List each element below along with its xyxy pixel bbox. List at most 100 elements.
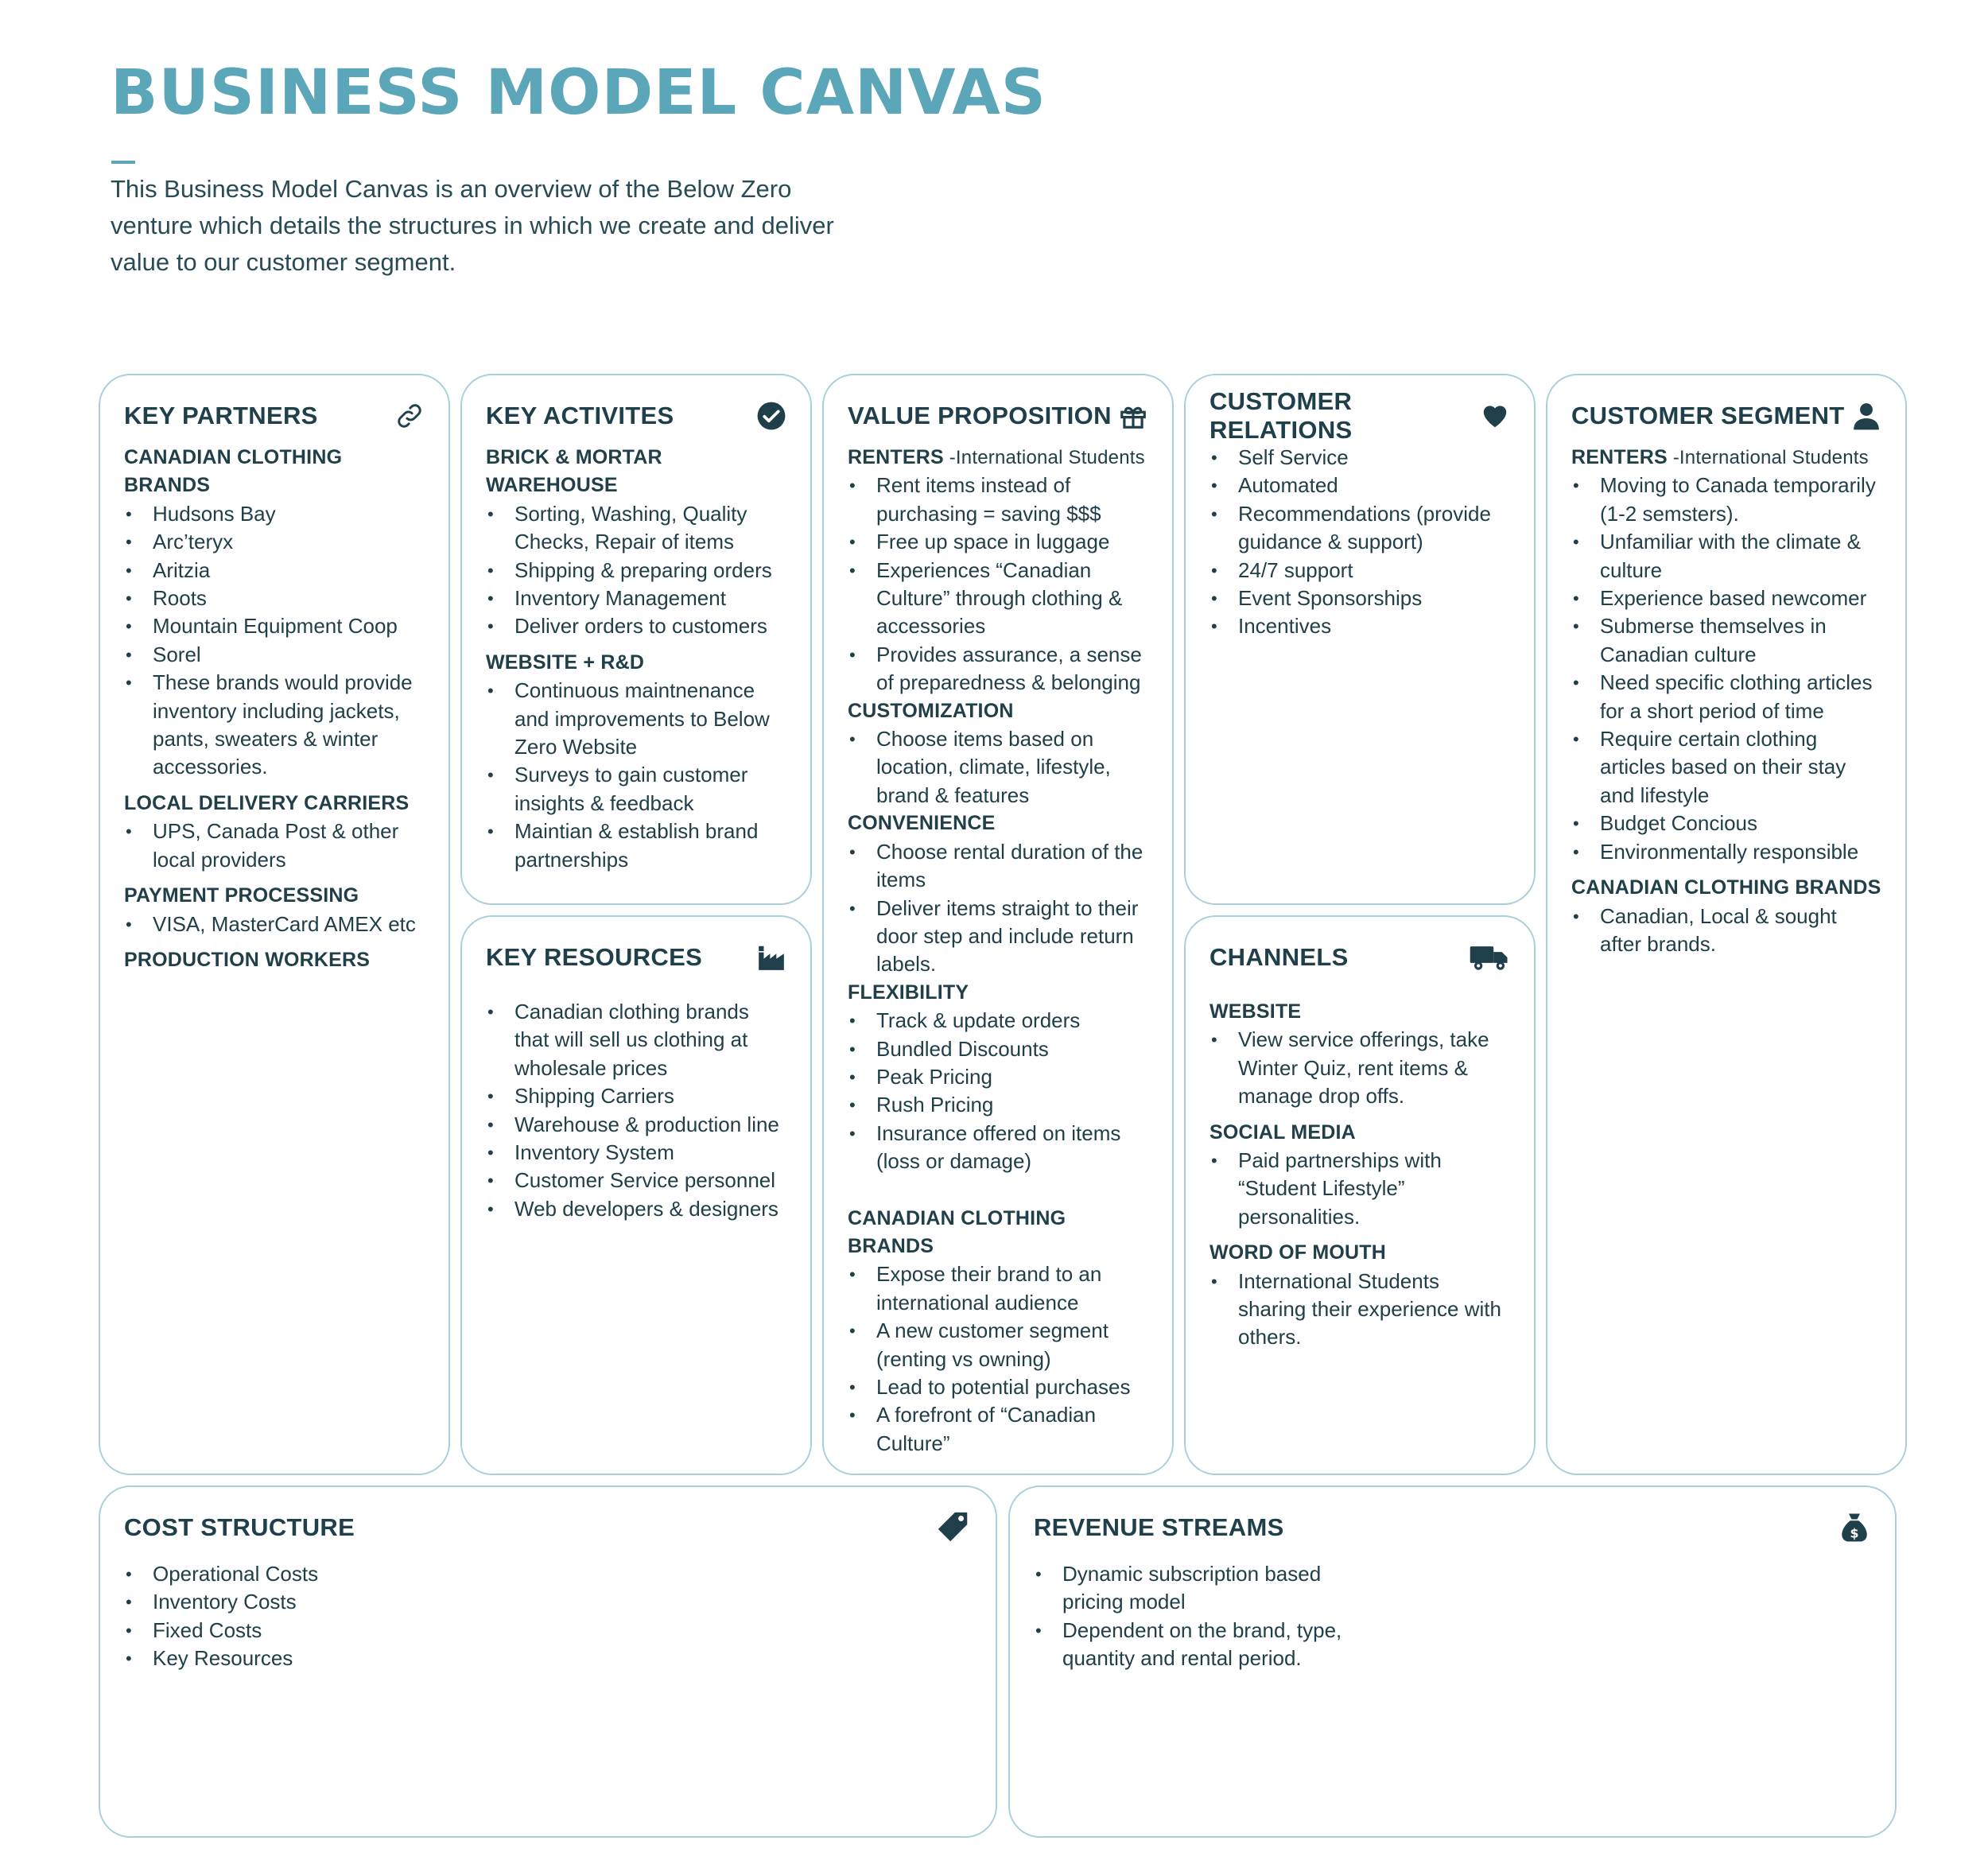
- section-heading: RENTERS -International Students: [848, 444, 1148, 472]
- list-item: Aritzia: [124, 557, 425, 585]
- section-heading: WORD OF MOUTH: [1209, 1241, 1387, 1264]
- key-partners-title: KEY PARTNERS: [124, 402, 318, 429]
- heart-icon: [1480, 401, 1510, 431]
- list-item: Web developers & designers: [486, 1195, 786, 1224]
- customer-segment-title: CUSTOMER SEGMENT: [1571, 402, 1845, 429]
- list-item: Bundled Discounts: [848, 1035, 1148, 1064]
- value-proposition-content: RENTERS -International Students Rent ite…: [848, 444, 1148, 1458]
- section-heading: CANADIAN CLOTHING BRANDS: [848, 1206, 1066, 1257]
- bullet-list: VISA, MasterCard AMEX etc: [124, 911, 425, 939]
- key-activities-title: KEY ACTIVITES: [486, 402, 674, 429]
- section-heading: WEBSITE + R&D: [486, 650, 645, 674]
- list-item: Experiences “Canadian Culture” through c…: [848, 557, 1148, 641]
- section-heading: CUSTOMIZATION: [848, 699, 1014, 722]
- section-heading-main: RENTERS: [848, 446, 944, 468]
- list-item: Provides assurance, a sense of preparedn…: [848, 641, 1148, 697]
- customer-relations-title: CUSTOMER RELATIONS: [1209, 387, 1353, 444]
- title-divider: [111, 161, 135, 164]
- list-item: Shipping & preparing orders: [486, 557, 786, 585]
- section-heading-main: RENTERS: [1571, 446, 1668, 468]
- user-icon: [1851, 401, 1881, 431]
- key-resources-panel: KEY RESOURCES Canadian clothing brands t…: [460, 915, 812, 1475]
- bullet-list: Canadian, Local & sought after brands.: [1571, 903, 1881, 959]
- list-item: Inventory Management: [486, 584, 786, 613]
- money-bag-icon: $: [1838, 1511, 1871, 1544]
- list-item: Lead to potential purchases: [848, 1373, 1148, 1402]
- bullet-list: Track & update orders Bundled Discounts …: [848, 1007, 1148, 1175]
- list-item: Canadian, Local & sought after brands.: [1571, 903, 1881, 959]
- bullet-list: Choose rental duration of the items Deli…: [848, 838, 1148, 979]
- bullet-list: Self Service Automated Recommendations (…: [1209, 444, 1510, 641]
- bullet-list: Hudsons Bay Arc’teryx Aritzia Roots Moun…: [124, 500, 425, 782]
- check-circle-icon: [756, 401, 786, 431]
- customer-relations-panel: CUSTOMER RELATIONS Self Service Automate…: [1184, 374, 1536, 905]
- key-resources-title: KEY RESOURCES: [486, 943, 703, 971]
- list-item: Hudsons Bay: [124, 500, 425, 529]
- bullet-list: Choose items based on location, climate,…: [848, 725, 1148, 810]
- customer-relations-content: Self Service Automated Recommendations (…: [1209, 444, 1510, 641]
- list-item: VISA, MasterCard AMEX etc: [124, 911, 425, 939]
- customer-segment-panel: CUSTOMER SEGMENT RENTERS -International …: [1546, 374, 1907, 1475]
- list-item: Rush Pricing: [848, 1091, 1148, 1120]
- list-item: A forefront of “Canadian Culture”: [848, 1401, 1148, 1458]
- list-item: Key Resources: [124, 1645, 972, 1673]
- list-item: Track & update orders: [848, 1007, 1148, 1035]
- list-item: A new customer segment (renting vs ownin…: [848, 1317, 1148, 1373]
- bullet-list: Sorting, Washing, Quality Checks, Repair…: [486, 500, 786, 641]
- bullet-list: Canadian clothing brands that will sell …: [486, 998, 786, 1224]
- list-item: International Students sharing their exp…: [1209, 1268, 1510, 1352]
- list-item: Fixed Costs: [124, 1617, 972, 1645]
- section-heading: SOCIAL MEDIA: [1209, 1120, 1356, 1144]
- bullet-list: View service offerings, take Winter Quiz…: [1209, 1026, 1510, 1110]
- bullet-list: International Students sharing their exp…: [1209, 1268, 1510, 1352]
- list-item: Budget Concious: [1571, 810, 1881, 838]
- list-item: Insurance offered on items (loss or dama…: [848, 1120, 1148, 1176]
- section-heading: PRODUCTION WORKERS: [124, 948, 371, 971]
- list-item: Surveys to gain customer insights & feed…: [486, 761, 786, 817]
- section-heading: FLEXIBILITY: [848, 981, 969, 1004]
- section-heading: WEBSITE: [1209, 1000, 1302, 1023]
- value-proposition-title: VALUE PROPOSITION: [848, 402, 1112, 429]
- truck-icon: [1469, 942, 1510, 973]
- revenue-streams-panel: REVENUE STREAMS $ Dynamic subscription b…: [1008, 1485, 1897, 1838]
- list-item: Sorel: [124, 641, 425, 670]
- section-heading: CANADIAN CLOTHING BRANDS: [124, 446, 343, 497]
- intro-paragraph: This Business Model Canvas is an overvie…: [111, 175, 834, 276]
- key-resources-content: Canadian clothing brands that will sell …: [486, 998, 786, 1224]
- list-item: Choose rental duration of the items: [848, 838, 1148, 895]
- gift-icon: [1118, 401, 1148, 431]
- link-icon: [394, 401, 425, 431]
- section-heading-sub: -International Students: [1667, 447, 1869, 468]
- list-item: Operational Costs: [124, 1560, 972, 1589]
- list-item: Need specific clothing articles for a sh…: [1571, 669, 1881, 725]
- list-item: Shipping Carriers: [486, 1082, 786, 1111]
- list-item: These brands would provide inventory inc…: [124, 669, 425, 782]
- channels-panel: CHANNELS WEBSITE View service offerings,…: [1184, 915, 1536, 1475]
- list-item: 24/7 support: [1209, 557, 1510, 585]
- section-heading: BRICK & MORTAR WAREHOUSE: [486, 446, 662, 497]
- section-heading: CANADIAN CLOTHING BRANDS: [1571, 876, 1881, 899]
- factory-icon: [756, 942, 786, 973]
- section-heading: RENTERS -International Students: [1571, 444, 1881, 472]
- list-item: Experience based newcomer: [1571, 584, 1881, 613]
- list-item: Rent items instead of purchasing = savin…: [848, 472, 1148, 528]
- list-item: Dependent on the brand, type, quantity a…: [1034, 1617, 1352, 1673]
- key-partners-panel: KEY PARTNERS CANADIAN CLOTHING BRANDS Hu…: [99, 374, 450, 1475]
- list-item: Customer Service personnel: [486, 1167, 786, 1195]
- list-item: Roots: [124, 584, 425, 613]
- section-heading-sub: -International Students: [943, 447, 1145, 468]
- list-item: Incentives: [1209, 612, 1510, 641]
- list-item: Deliver orders to customers: [486, 612, 786, 641]
- list-item: Require certain clothing articles based …: [1571, 725, 1881, 810]
- revenue-streams-content: Dynamic subscription based pricing model…: [1034, 1560, 1352, 1673]
- list-item: Free up space in luggage: [848, 528, 1148, 557]
- key-activities-content: BRICK & MORTAR WAREHOUSE Sorting, Washin…: [486, 444, 786, 874]
- list-item: Mountain Equipment Coop: [124, 612, 425, 641]
- list-item: Arc’teryx: [124, 528, 425, 557]
- customer-segment-content: RENTERS -International Students Moving t…: [1571, 444, 1881, 958]
- section-heading: PAYMENT PROCESSING: [124, 884, 359, 907]
- list-item: Inventory Costs: [124, 1588, 972, 1617]
- list-item: Deliver items straight to their door ste…: [848, 895, 1148, 979]
- list-item: Maintian & establish brand partnerships: [486, 817, 786, 874]
- list-item: Choose items based on location, climate,…: [848, 725, 1148, 810]
